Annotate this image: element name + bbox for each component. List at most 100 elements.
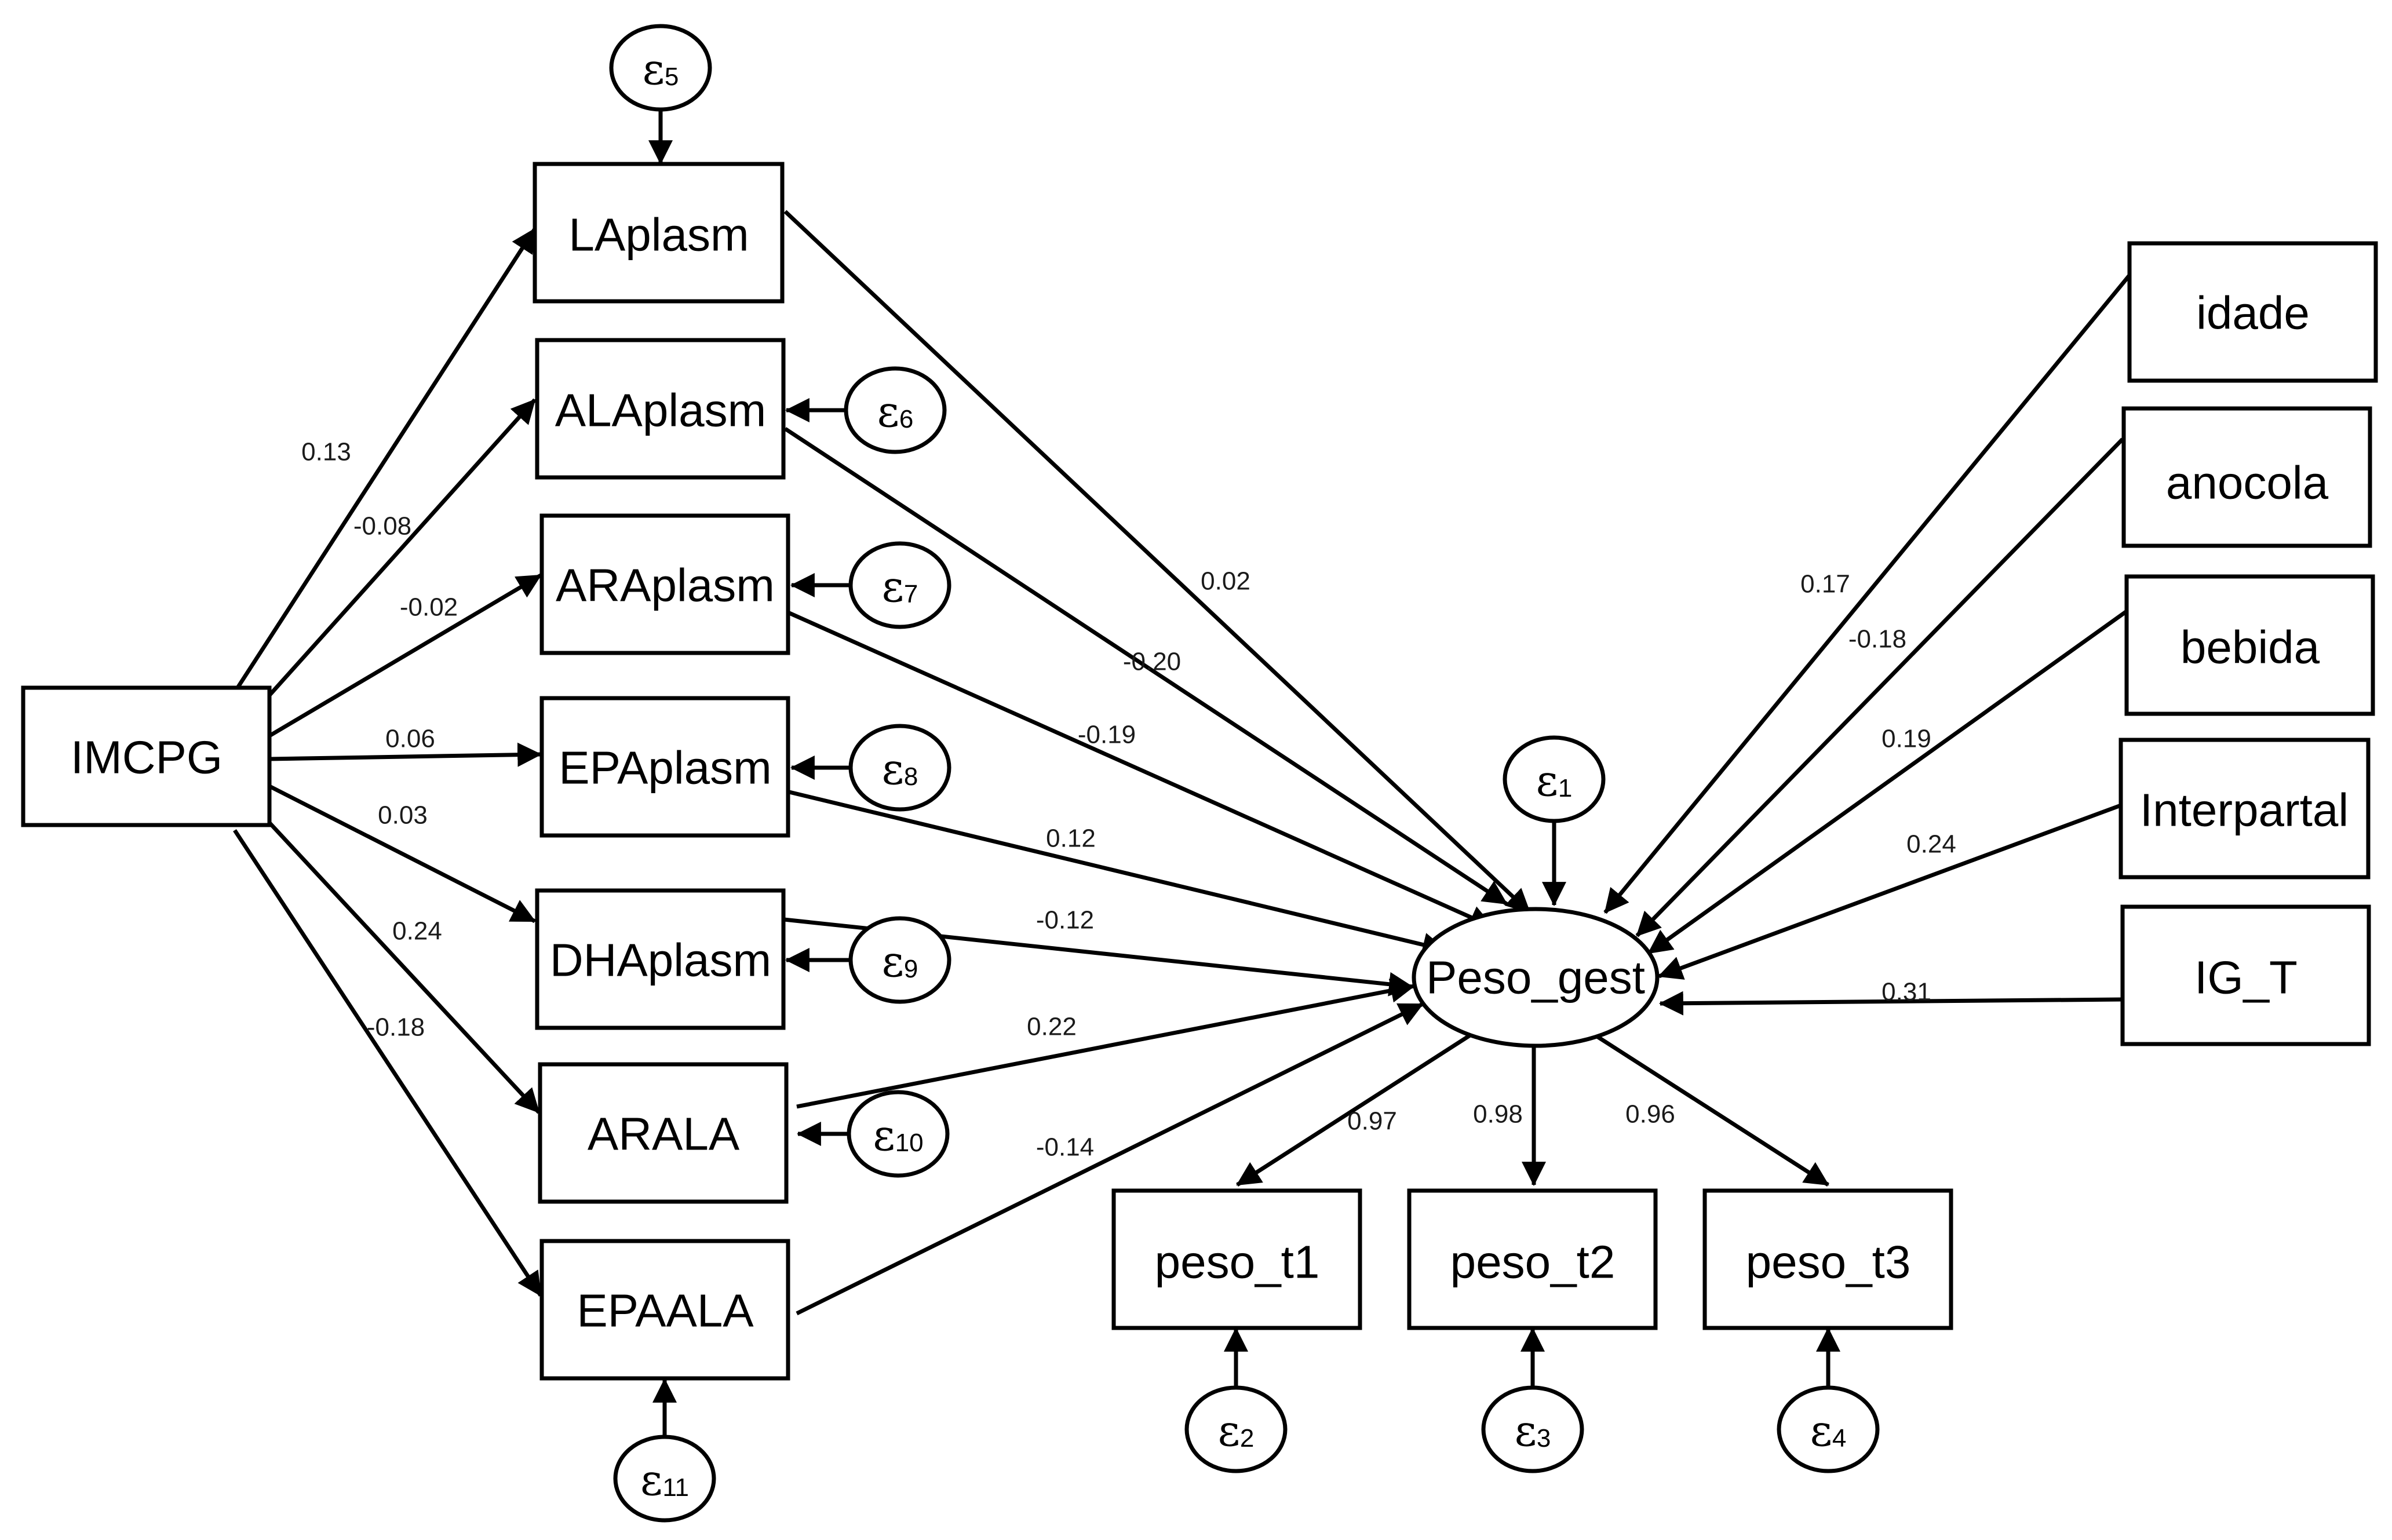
node-anocola-label: anocola (2166, 457, 2329, 509)
coef-imcpg-epaala: -0.18 (367, 1013, 425, 1042)
error-e9-label: ε9 (882, 937, 918, 987)
node-arala: ARALA (538, 1062, 789, 1204)
coef-arala-peso: 0.22 (1027, 1013, 1077, 1041)
path-araplasm-peso (788, 611, 1494, 929)
coef-araplasm-peso: -0.19 (1078, 721, 1136, 749)
coef-idade-peso: 0.17 (1800, 570, 1850, 599)
node-interpartal: Interpartal (2118, 738, 2371, 880)
error-e5: ε5 (609, 24, 712, 112)
node-idade: idade (2127, 241, 2378, 383)
node-araplasm-label: ARAplasm (556, 560, 775, 611)
node-peso-t2: peso_t2 (1407, 1188, 1658, 1330)
path-imcpg-epaala (233, 829, 542, 1297)
path-epaala-peso (796, 1002, 1424, 1316)
node-peso-t2-label: peso_t2 (1450, 1236, 1616, 1288)
node-peso-gest: Peso_gest (1412, 907, 1660, 1048)
coef-interpartal-peso: 0.24 (1906, 830, 1956, 859)
node-imcpg-label: IMCPG (71, 732, 223, 783)
error-e8-label: ε8 (882, 745, 918, 794)
node-epaplasm: EPAplasm (539, 696, 790, 838)
node-dhaplasm: DHAplasm (535, 888, 786, 1030)
path-idade-peso (1603, 273, 2131, 914)
node-anocola: anocola (2121, 406, 2372, 548)
node-alaplasm: ALAplasm (535, 338, 786, 480)
path-laplasm-peso (783, 210, 1532, 914)
path-alaplasm-peso (784, 427, 1508, 906)
node-epaala-label: EPAALA (577, 1285, 754, 1337)
node-epaala: EPAALA (539, 1239, 790, 1381)
path-imcpg-dhaplasm (268, 784, 536, 924)
path-arala-peso (796, 979, 1416, 1109)
node-imcpg: IMCPG (21, 685, 272, 827)
coef-alaplasm-peso: -0.20 (1123, 648, 1181, 676)
path-epaplasm-peso (789, 790, 1447, 957)
error-e8: ε8 (848, 724, 951, 812)
node-araplasm: ARAplasm (539, 513, 790, 655)
node-ig-t-label: IG_T (2194, 952, 2298, 1003)
error-e2: ε2 (1184, 1385, 1288, 1473)
path-imcpg-epaplasm (269, 742, 542, 767)
error-e11-label: ε11 (640, 1455, 689, 1505)
coef-imcpg-epaplasm: 0.06 (385, 725, 435, 753)
path-anocola-peso (1635, 437, 2124, 937)
error-e10-label: ε10 (873, 1111, 923, 1161)
observed-variables: IMCPG LAplasm ALAplasm ARAplasm EPAplasm… (21, 162, 2378, 1381)
error-e1: ε1 (1503, 735, 1606, 823)
error-e11: ε11 (613, 1435, 716, 1523)
path-igt-peso (1658, 991, 2123, 1016)
path-bebida-peso (1647, 610, 2128, 955)
coefficients: 0.13 -0.08 -0.02 0.06 0.03 0.24 -0.18 0.… (301, 438, 1956, 1162)
error-e7-label: ε7 (882, 562, 918, 612)
coef-peso-t1: 0.97 (1347, 1107, 1397, 1136)
node-interpartal-label: Interpartal (2140, 784, 2349, 836)
path-imcpg-alaplasm (268, 398, 537, 697)
node-epaplasm-label: EPAplasm (559, 742, 772, 794)
node-alaplasm-label: ALAplasm (555, 385, 767, 436)
error-e1-label: ε1 (1536, 756, 1573, 806)
node-idade-label: idade (2196, 287, 2310, 339)
node-arala-label: ARALA (588, 1108, 740, 1160)
path-peso-t1 (1236, 1032, 1473, 1187)
node-peso-t3: peso_t3 (1702, 1188, 1953, 1330)
node-ig-t: IG_T (2120, 904, 2371, 1046)
error-e2-label: ε2 (1218, 1406, 1255, 1456)
path-imcpg-laplasm (236, 228, 537, 689)
node-peso-t1-label: peso_t1 (1155, 1236, 1320, 1288)
coef-imcpg-araplasm: -0.02 (400, 593, 458, 622)
error-e3: ε3 (1481, 1385, 1584, 1473)
error-e6-label: ε6 (877, 387, 914, 437)
error-e4-label: ε4 (1810, 1406, 1847, 1456)
path-imcpg-araplasm (268, 573, 542, 738)
node-peso-t1: peso_t1 (1111, 1188, 1362, 1330)
coef-imcpg-dhaplasm: 0.03 (378, 801, 428, 830)
coef-laplasm-peso: 0.02 (1201, 567, 1250, 596)
coef-dhaplasm-peso: -0.12 (1036, 906, 1094, 935)
error-e5-label: ε5 (643, 45, 679, 94)
node-peso-gest-label: Peso_gest (1426, 952, 1645, 1003)
error-e10: ε10 (847, 1090, 950, 1178)
coef-bebida-peso: 0.19 (1881, 725, 1931, 753)
node-laplasm-label: LAplasm (568, 209, 749, 261)
coef-epaplasm-peso: 0.12 (1046, 824, 1096, 853)
error-terms: ε5 ε6 ε7 ε8 ε9 ε10 ε11 ε1 (609, 24, 1880, 1523)
path-peso-t3 (1592, 1032, 1829, 1187)
coef-imcpg-arala: 0.24 (392, 917, 442, 946)
path-interpartal-peso (1658, 803, 2122, 980)
coef-epaala-peso: -0.14 (1036, 1133, 1094, 1162)
coef-imcpg-laplasm: 0.13 (301, 438, 351, 466)
error-e9: ε9 (848, 916, 951, 1004)
node-laplasm: LAplasm (533, 162, 785, 304)
error-e7: ε7 (848, 541, 951, 629)
coef-imcpg-alaplasm: -0.08 (353, 512, 411, 541)
error-e6: ε6 (844, 366, 947, 454)
coef-igt-peso: 0.31 (1881, 978, 1931, 1006)
coef-peso-t2: 0.98 (1473, 1100, 1523, 1129)
node-bebida-label: bebida (2180, 622, 2320, 673)
node-bebida: bebida (2124, 574, 2375, 716)
path-imcpg-arala (268, 821, 541, 1114)
node-dhaplasm-label: DHAplasm (550, 935, 771, 986)
coef-anocola-peso: -0.18 (1848, 625, 1906, 654)
coef-peso-t3: 0.96 (1625, 1100, 1675, 1129)
node-peso-t3-label: peso_t3 (1746, 1236, 1911, 1288)
